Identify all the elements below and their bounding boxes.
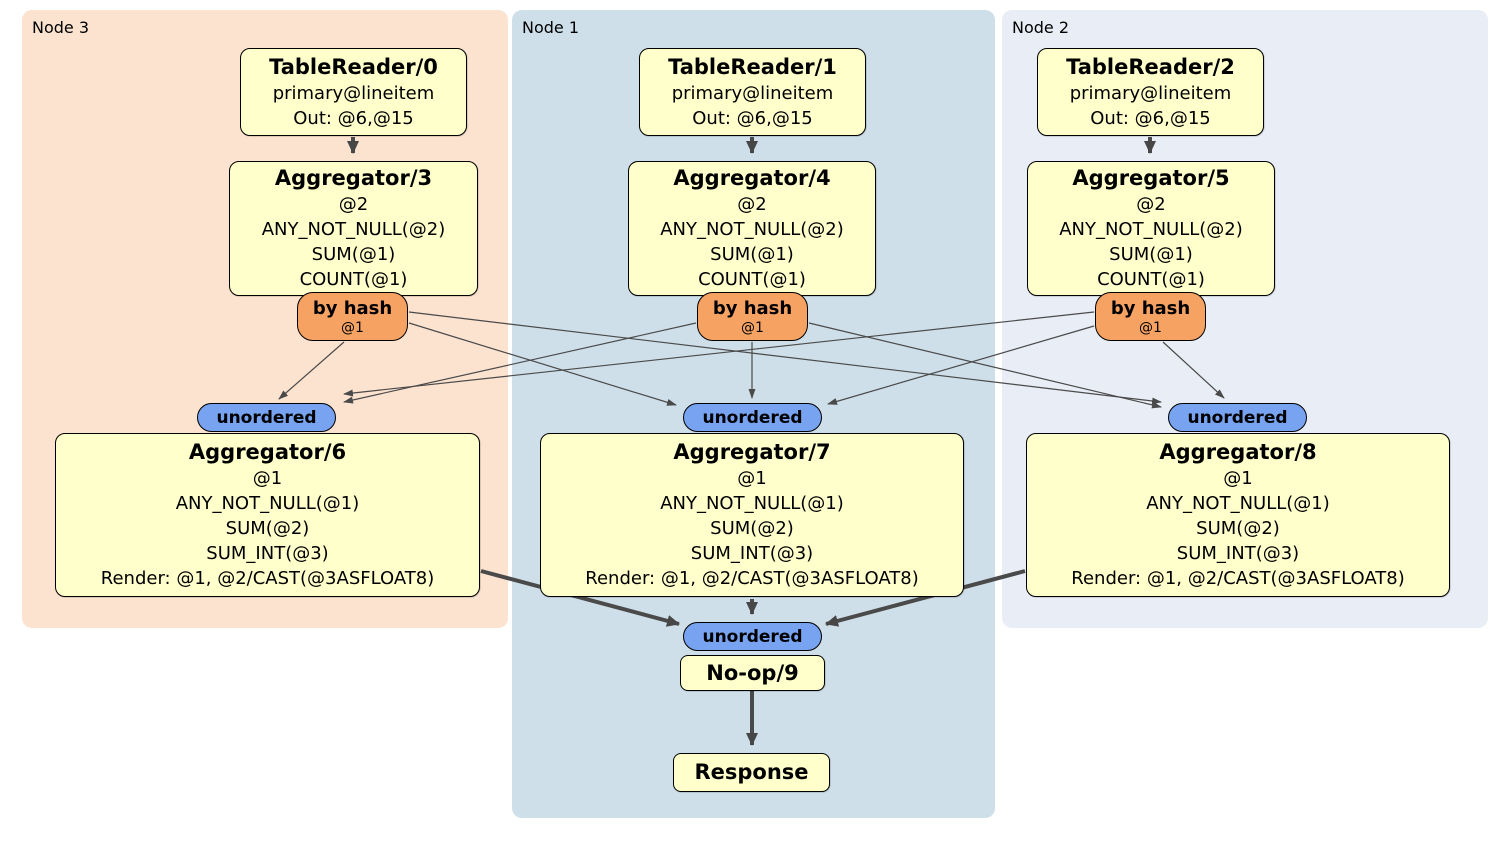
aggregator-6-fn1: ANY_NOT_NULL(@1) [175,493,360,514]
by-hash-router-node1: by hash @1 [697,292,808,341]
by-hash-label: by hash [312,297,393,319]
by-hash-router-node2: by hash @1 [1095,292,1206,341]
response-title: Response [694,760,809,784]
unordered-label: unordered [702,407,803,428]
aggregator-6-fn2: SUM(@2) [225,518,310,539]
aggregator-4-group: @2 [737,194,767,215]
tablereader-1-title: TableReader/1 [668,54,837,79]
region-label-node2: Node 2 [1012,18,1070,37]
aggregator-7-fn2: SUM(@2) [710,518,794,539]
aggregator-6-group: @1 [252,468,283,489]
aggregator-7-box: Aggregator/7 @1 ANY_NOT_NULL(@1) SUM(@2)… [540,433,964,597]
aggregator-5-title: Aggregator/5 [1072,166,1230,190]
aggregator-4-box: Aggregator/4 @2 ANY_NOT_NULL(@2) SUM(@1)… [628,161,876,296]
unordered-label: unordered [702,626,803,647]
aggregator-4-title: Aggregator/4 [673,166,831,190]
unordered-sync-node3: unordered [197,403,336,432]
tablereader-2-title: TableReader/2 [1066,54,1235,79]
tablereader-0-index: primary@lineitem [272,82,435,104]
by-hash-router-node3: by hash @1 [297,292,408,341]
aggregator-7-group: @1 [737,468,767,489]
aggregator-8-box: Aggregator/8 @1 ANY_NOT_NULL(@1) SUM(@2)… [1026,433,1450,597]
aggregator-6-fn3: SUM_INT(@3) [206,543,329,564]
tablereader-1-index: primary@lineitem [671,82,834,104]
unordered-sync-node2: unordered [1168,403,1307,432]
aggregator-7-title: Aggregator/7 [673,440,831,464]
aggregator-5-fn2: SUM(@1) [1109,244,1193,265]
unordered-sync-node1: unordered [683,403,822,432]
aggregator-4-fn2: SUM(@1) [710,244,794,265]
aggregator-4-fn3: COUNT(@1) [698,269,806,290]
aggregator-8-fn3: SUM_INT(@3) [1176,543,1300,564]
aggregator-5-box: Aggregator/5 @2 ANY_NOT_NULL(@2) SUM(@1)… [1027,161,1275,296]
aggregator-4-fn1: ANY_NOT_NULL(@2) [660,219,844,240]
aggregator-7-render: Render: @1, @2/CAST(@3ASFLOAT8) [585,568,919,589]
aggregator-3-fn2: SUM(@1) [311,244,396,265]
region-label-node3: Node 3 [32,18,90,37]
aggregator-3-fn3: COUNT(@1) [299,269,408,290]
tablereader-2-index: primary@lineitem [1069,82,1232,104]
aggregator-6-box: Aggregator/6 @1 ANY_NOT_NULL(@1) SUM(@2)… [55,433,480,597]
by-hash-column: @1 [741,319,764,336]
aggregator-6-render: Render: @1, @2/CAST(@3ASFLOAT8) [100,568,435,589]
tablereader-2-box: TableReader/2 primary@lineitem Out: @6,@… [1037,48,1264,136]
tablereader-0-title: TableReader/0 [269,54,438,79]
noop-9-title: No-op/9 [706,660,799,685]
tablereader-0-box: TableReader/0 primary@lineitem Out: @6,@… [240,48,467,136]
noop-9-box: No-op/9 [680,655,825,691]
aggregator-8-render: Render: @1, @2/CAST(@3ASFLOAT8) [1071,568,1405,589]
tablereader-1-out: Out: @6,@15 [692,107,813,129]
by-hash-column: @1 [341,319,364,336]
by-hash-label: by hash [712,297,793,319]
aggregator-5-fn3: COUNT(@1) [1097,269,1205,290]
aggregator-7-fn3: SUM_INT(@3) [690,543,814,564]
aggregator-3-box: Aggregator/3 @2 ANY_NOT_NULL(@2) SUM(@1)… [229,161,478,296]
unordered-sync-final: unordered [683,622,822,651]
aggregator-5-fn1: ANY_NOT_NULL(@2) [1059,219,1243,240]
tablereader-2-out: Out: @6,@15 [1090,107,1211,129]
unordered-label: unordered [1187,407,1288,428]
unordered-label: unordered [216,407,317,428]
region-label-node1: Node 1 [522,18,580,37]
aggregator-6-title: Aggregator/6 [188,440,347,464]
by-hash-column: @1 [1139,319,1162,336]
aggregator-8-fn2: SUM(@2) [1196,518,1280,539]
aggregator-5-group: @2 [1136,194,1166,215]
aggregator-3-group: @2 [338,194,369,215]
by-hash-label: by hash [1110,297,1191,319]
tablereader-0-out: Out: @6,@15 [293,107,414,129]
aggregator-3-fn1: ANY_NOT_NULL(@2) [261,219,446,240]
response-box: Response [673,753,830,792]
aggregator-3-title: Aggregator/3 [274,166,433,190]
aggregator-8-fn1: ANY_NOT_NULL(@1) [1146,493,1330,514]
aggregator-8-title: Aggregator/8 [1159,440,1317,464]
aggregator-7-fn1: ANY_NOT_NULL(@1) [660,493,844,514]
aggregator-8-group: @1 [1223,468,1253,489]
tablereader-1-box: TableReader/1 primary@lineitem Out: @6,@… [639,48,866,136]
